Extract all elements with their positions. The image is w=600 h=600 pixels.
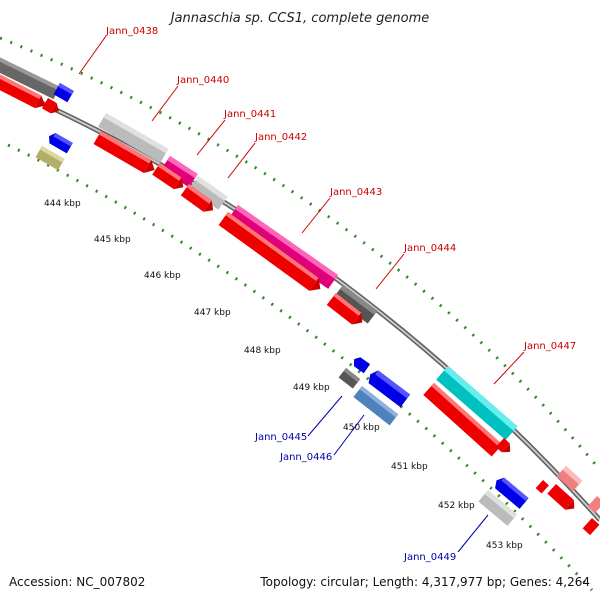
- genome-title: Jannaschia sp. CCS1, complete genome: [168, 11, 430, 26]
- forward-strand-features: [0, 55, 600, 536]
- kbp-label: 452 kbp: [438, 501, 475, 511]
- outer-guide-track: [0, 36, 600, 471]
- forward-gene-labels: [78, 35, 525, 385]
- kbp-label: 445 kbp: [94, 235, 131, 245]
- gene-label-jann-0444[interactable]: Jann_0444: [403, 243, 456, 254]
- kbp-label: 453 kbp: [486, 541, 523, 551]
- gene-label-jann-0438[interactable]: Jann_0438: [105, 26, 158, 37]
- kbp-label: 449 kbp: [293, 383, 330, 393]
- gene-label-jann-0446[interactable]: Jann_0446: [279, 452, 332, 463]
- kbp-label: 448 kbp: [244, 346, 281, 356]
- reverse-gene-labels: [307, 395, 489, 553]
- gene-label-jann-0449[interactable]: Jann_0449: [403, 552, 456, 563]
- kbp-label: 446 kbp: [144, 271, 181, 281]
- topology-text: Topology: circular; Length: 4,317,977 bp…: [260, 575, 590, 589]
- accession-text: Accession: NC_007802: [9, 575, 146, 589]
- kbp-scale: 444 kbp 445 kbp 446 kbp 447 kbp 448 kbp …: [44, 199, 523, 551]
- kbp-label: 444 kbp: [44, 199, 81, 209]
- gene-label-jann-0445[interactable]: Jann_0445: [254, 432, 307, 443]
- forward-gene-label-text: Jann_0438 Jann_0440 Jann_0441 Jann_0442 …: [105, 26, 576, 352]
- gene-label-jann-0440[interactable]: Jann_0440: [176, 75, 229, 86]
- gene-label-jann-0447[interactable]: Jann_0447: [523, 341, 576, 352]
- kbp-label: 450 kbp: [343, 423, 380, 433]
- gene-label-jann-0442[interactable]: Jann_0442: [254, 132, 307, 143]
- reverse-strand-features: [35, 133, 529, 526]
- gene-label-jann-0441[interactable]: Jann_0441: [223, 109, 276, 120]
- gene-label-jann-0443[interactable]: Jann_0443: [329, 187, 382, 198]
- kbp-label: 451 kbp: [391, 462, 428, 472]
- kbp-label: 447 kbp: [194, 308, 231, 318]
- reverse-gene-label-text: Jann_0445 Jann_0446 Jann_0449: [254, 432, 456, 563]
